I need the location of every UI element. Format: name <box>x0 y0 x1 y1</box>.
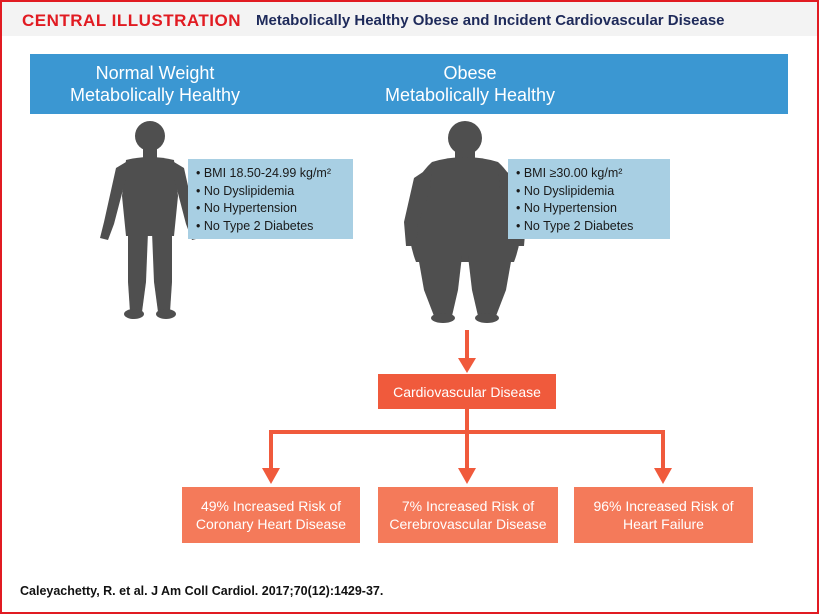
risk-line1: 96% Increased Risk of <box>593 498 734 514</box>
criteria-box-normal-weight: • BMI 18.50-24.99 kg/m² • No Dyslipidemi… <box>188 159 353 239</box>
risk-line2: Coronary Heart Disease <box>195 516 347 532</box>
criteria-item: • No Type 2 Diabetes <box>516 218 634 233</box>
criteria-item: • No Dyslipidemia <box>196 183 295 198</box>
connector-arrows <box>269 330 665 470</box>
arrowheads <box>262 358 672 484</box>
risk-box-coronary-heart-disease: 49% Increased Risk of Coronary Heart Dis… <box>182 487 360 543</box>
heading-normal-weight-line1: Normal Weight <box>95 63 215 83</box>
criteria-box-obese: • BMI ≥30.00 kg/m² • No Dyslipidemia • N… <box>508 159 670 239</box>
outcome-box-cardiovascular-disease: Cardiovascular Disease <box>378 374 556 409</box>
risk-box-heart-failure: 96% Increased Risk of Heart Failure <box>574 487 753 543</box>
header-band <box>30 54 788 114</box>
risk-line1: 7% Increased Risk of <box>401 498 535 514</box>
criteria-item: • No Hypertension <box>196 201 297 215</box>
heading-normal-weight-line2: Metabolically Healthy <box>69 85 241 105</box>
risk-line2: Cerebrovascular Disease <box>389 516 547 532</box>
criteria-item: • No Hypertension <box>516 201 617 215</box>
normal-weight-silhouette-icon <box>100 121 200 319</box>
criteria-item: • BMI 18.50-24.99 kg/m² <box>196 166 331 180</box>
title-bar: CENTRAL ILLUSTRATION Metabolically Healt… <box>2 2 817 36</box>
criteria-item: • No Dyslipidemia <box>516 183 615 198</box>
citation: Caleyachetty, R. et al. J Am Coll Cardio… <box>20 584 384 598</box>
heading-obese-line1: Obese <box>443 63 497 83</box>
title-kicker: CENTRAL ILLUSTRATION <box>22 11 242 30</box>
risk-line1: 49% Increased Risk of <box>200 498 342 514</box>
heading-normal-weight: Normal Weight Metabolically Healthy <box>25 62 285 106</box>
heading-obese: Obese Metabolically Healthy <box>340 62 600 106</box>
criteria-item: • BMI ≥30.00 kg/m² <box>516 166 623 180</box>
criteria-item: • No Type 2 Diabetes <box>196 218 314 233</box>
risk-box-cerebrovascular-disease: 7% Increased Risk of Cerebrovascular Dis… <box>378 487 558 543</box>
risk-line2: Heart Failure <box>623 516 704 532</box>
title-main: Metabolically Healthy Obese and Incident… <box>256 12 725 29</box>
heading-obese-line2: Metabolically Healthy <box>384 85 556 105</box>
